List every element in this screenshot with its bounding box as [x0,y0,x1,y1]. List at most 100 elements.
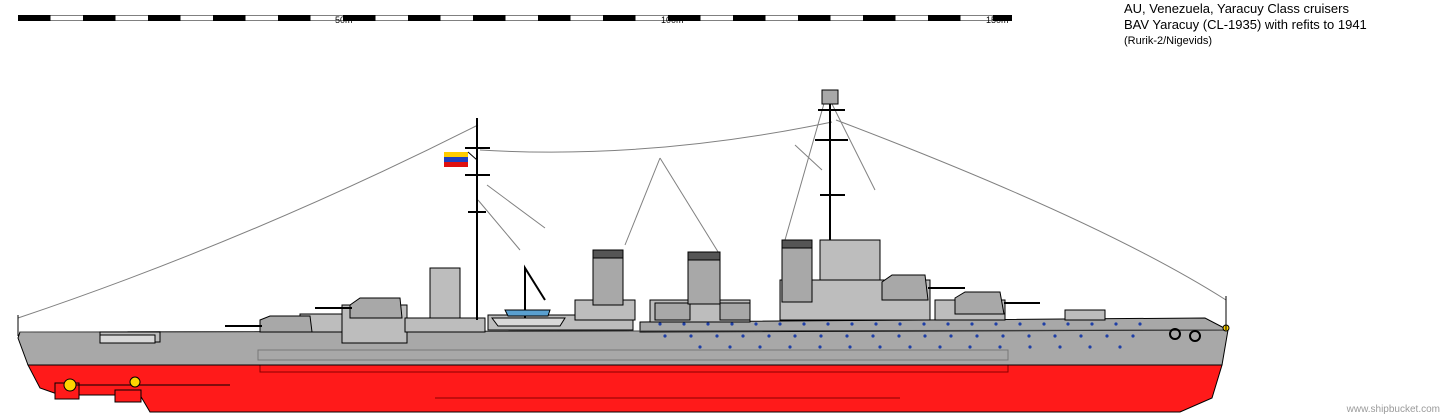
porthole [728,345,732,349]
porthole [778,322,782,326]
scale-segment [148,15,181,21]
scale-segment [993,15,1026,21]
porthole [663,334,667,338]
scale-segment [733,15,766,21]
porthole [818,345,822,349]
scale-segment [83,15,116,21]
porthole [923,334,927,338]
watermark: www.shipbucket.com [1346,404,1440,415]
porthole [698,345,702,349]
porthole [968,345,972,349]
portholes [658,322,1142,349]
porthole [754,322,758,326]
turret-fore-1 [881,274,929,301]
porthole [819,334,823,338]
scale-segment [408,15,441,21]
scale-segment [213,15,246,21]
title-block: AU, Venezuela, Yaracuy Class cruisers BA… [1124,1,1367,49]
venezuela-flag [444,151,478,167]
porthole [848,345,852,349]
porthole [975,334,979,338]
scale-segment [343,15,376,21]
turret-fore-2 [954,291,1005,315]
porthole [730,322,734,326]
porthole [1027,334,1031,338]
porthole [1028,345,1032,349]
scale-bar-graphic [17,14,1026,22]
porthole [1090,322,1094,326]
masts [465,90,848,320]
propeller-icon [129,376,141,388]
porthole [1079,334,1083,338]
anchor-icon [1169,328,1201,342]
underwater-hull [27,364,1223,413]
porthole [1018,322,1022,326]
porthole [741,334,745,338]
scale-segment [473,15,506,21]
scale-label-150m: 150m [986,15,1009,25]
porthole [682,322,686,326]
porthole [878,345,882,349]
porthole [938,345,942,349]
scale-label-100m: 100m [661,15,684,25]
crane [524,264,546,318]
rigging-wires [17,99,1227,319]
armor-belt-outline [257,349,1009,361]
porthole [1053,334,1057,338]
porthole [826,322,830,326]
scale-segment [278,15,311,21]
main-hull [17,329,1229,366]
porthole [1088,345,1092,349]
credit-line: (Rurik-2/Nigevids) [1124,35,1213,47]
porthole [1066,322,1070,326]
boats [99,309,566,344]
porthole [802,322,806,326]
director-top [821,89,839,105]
scale-segment [603,15,636,21]
porthole [715,334,719,338]
porthole [922,322,926,326]
porthole [658,322,662,326]
scale-label-50m: 50m [335,15,353,25]
title-line-2: BAV Yaracuy (CL-1935) with refits to 194… [1124,17,1367,32]
porthole [998,345,1002,349]
scale-segment [668,15,701,21]
scale-segment [863,15,896,21]
propeller-icon [63,378,77,392]
porthole [758,345,762,349]
porthole [949,334,953,338]
turret-aft-1 [349,297,403,319]
porthole [908,345,912,349]
funnel-3 [781,239,813,303]
belt-line [259,365,1009,373]
porthole [1001,334,1005,338]
gun-turrets [225,274,1040,333]
porthole [767,334,771,338]
scale-segment [928,15,961,21]
porthole [1114,322,1118,326]
porthole [1042,322,1046,326]
funnel-2 [687,251,721,305]
turret-aft-2 [259,315,313,333]
porthole [850,322,854,326]
porthole [1131,334,1135,338]
stern-gear [54,376,230,403]
porthole [994,322,998,326]
porthole [898,322,902,326]
porthole [1105,334,1109,338]
scale-bar [17,8,1026,22]
porthole [874,322,878,326]
scale-segment [18,15,51,21]
scale-segment [538,15,571,21]
title-line-1: AU, Venezuela, Yaracuy Class cruisers [1124,1,1349,16]
porthole [706,322,710,326]
porthole [970,322,974,326]
porthole [946,322,950,326]
porthole [1058,345,1062,349]
porthole [845,334,849,338]
porthole [788,345,792,349]
porthole [689,334,693,338]
scale-segment [798,15,831,21]
porthole [793,334,797,338]
